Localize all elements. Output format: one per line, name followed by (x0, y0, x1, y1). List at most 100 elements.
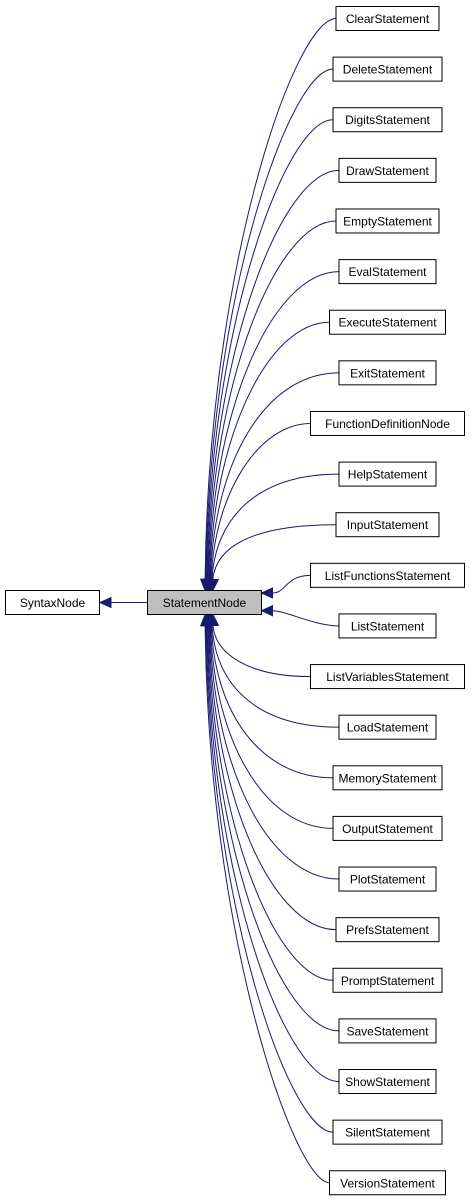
class-nodes: SyntaxNode StatementNode ClearStatementD… (5, 6, 465, 1196)
node-draw-statement[interactable]: DrawStatement (338, 157, 437, 183)
node-clear-statement[interactable]: ClearStatement (335, 6, 440, 31)
edge-draw-statement-line (206, 169, 340, 580)
edge-delete-statement (200, 68, 334, 592)
edge-show-statement-line (206, 625, 340, 1083)
edge-silent-statement (200, 613, 334, 1133)
node-delete-statement-label: DeleteStatement (343, 63, 433, 77)
node-plot-statement[interactable]: PlotStatement (338, 866, 437, 892)
node-load-statement[interactable]: LoadStatement (338, 714, 437, 740)
node-memory-statement-box (332, 765, 443, 791)
node-draw-statement-label: DrawStatement (346, 164, 429, 178)
edge-list-functions-statement-arrowhead (260, 587, 273, 599)
node-list-statement-label: ListStatement (351, 619, 425, 633)
edge-list-statement (260, 604, 340, 627)
node-show-statement-box (338, 1069, 437, 1095)
node-load-statement-label: LoadStatement (347, 721, 429, 735)
node-prefs-statement-label: PrefsStatement (346, 923, 429, 937)
node-memory-statement[interactable]: MemoryStatement (332, 765, 443, 791)
node-help-statement-label: HelpStatement (348, 468, 428, 482)
node-plot-statement-box (338, 866, 437, 892)
node-digits-statement-label: DigitsStatement (345, 113, 430, 127)
node-eval-statement-box (338, 259, 437, 285)
edge-prefs-statement-line (208, 625, 337, 931)
node-output-statement[interactable]: OutputStatement (332, 815, 443, 841)
node-input-statement[interactable]: InputStatement (335, 512, 440, 538)
edge-clear-statement (199, 18, 337, 592)
node-function-definition-node[interactable]: FunctionDefinitionNode (310, 410, 465, 436)
node-eval-statement-label: EvalStatement (348, 265, 427, 279)
edge-silent-statement-line (205, 625, 334, 1133)
node-prompt-statement[interactable]: PromptStatement (332, 967, 443, 993)
node-input-statement-box (335, 512, 440, 538)
node-eval-statement[interactable]: EvalStatement (338, 259, 437, 285)
node-execute-statement-box (329, 309, 446, 335)
edge-prefs-statement (203, 613, 337, 931)
node-clear-statement-box (335, 6, 440, 31)
node-statement-node[interactable]: StatementNode (147, 590, 262, 615)
node-memory-statement-label: MemoryStatement (338, 771, 437, 785)
edge-input-statement (207, 524, 337, 592)
edge-draw-statement (202, 169, 340, 592)
node-delete-statement-box (332, 56, 443, 82)
node-save-statement-label: SaveStatement (346, 1024, 429, 1038)
node-draw-statement-box (338, 157, 437, 183)
edge-list-functions-statement-line (272, 574, 311, 594)
node-silent-statement[interactable]: SilentStatement (332, 1119, 443, 1145)
edge-delete-statement-line (205, 68, 334, 580)
node-prefs-statement[interactable]: PrefsStatement (335, 917, 440, 943)
node-function-definition-node-box (310, 410, 465, 436)
node-save-statement[interactable]: SaveStatement (338, 1018, 437, 1044)
edge-prompt-statement-line (207, 625, 334, 981)
node-exit-statement-box (338, 360, 437, 386)
node-input-statement-label: InputStatement (347, 518, 429, 532)
node-list-variables-statement[interactable]: ListVariablesStatement (310, 664, 465, 690)
edge-function-definition-node-line (210, 422, 311, 580)
node-show-statement-label: ShowStatement (345, 1075, 430, 1089)
node-list-statement[interactable]: ListStatement (338, 613, 437, 639)
edge-plot-statement-line (209, 625, 340, 880)
node-syntax-node[interactable]: SyntaxNode (5, 590, 100, 615)
node-empty-statement[interactable]: EmptyStatement (335, 208, 440, 234)
node-help-statement-box (338, 461, 437, 487)
edge-exit-statement-line (209, 372, 340, 580)
node-prompt-statement-box (332, 967, 443, 993)
node-statement-node-label: StatementNode (163, 596, 247, 610)
node-execute-statement[interactable]: ExecuteStatement (329, 309, 446, 335)
edge-execute-statement-line (209, 321, 330, 580)
node-silent-statement-box (332, 1119, 443, 1145)
edge-version-statement-line (204, 625, 330, 1184)
node-exit-statement[interactable]: ExitStatement (338, 360, 437, 386)
node-prefs-statement-box (335, 917, 440, 943)
node-version-statement[interactable]: VersionStatement (329, 1170, 446, 1196)
edge-empty-statement-line (207, 220, 337, 580)
node-empty-statement-box (335, 208, 440, 234)
node-delete-statement[interactable]: DeleteStatement (332, 56, 443, 82)
node-show-statement[interactable]: ShowStatement (338, 1069, 437, 1095)
edge-memory-statement-line (210, 625, 334, 779)
edge-version-statement-arrowhead (199, 613, 212, 627)
edge-list-functions-statement (260, 574, 311, 599)
edge-list-variables-statement (207, 613, 311, 678)
node-load-statement-box (338, 714, 437, 740)
node-digits-statement[interactable]: DigitsStatement (332, 107, 443, 133)
edge-help-statement-line (211, 473, 340, 580)
node-syntax-node-label: SyntaxNode (20, 596, 86, 610)
edge-digits-statement-line (206, 119, 334, 580)
node-syntax-node-box (5, 590, 100, 615)
node-output-statement-box (332, 815, 443, 841)
edge-eval-statement-line (208, 271, 340, 580)
edge-plot-statement (204, 613, 340, 880)
edge-base-arrowhead (98, 596, 112, 609)
edge-input-statement-line (212, 524, 337, 580)
edge-output-statement-line (210, 625, 334, 829)
inheritance-edges (98, 18, 340, 1184)
edge-clear-statement-line (204, 18, 337, 580)
edge-input-statement-arrowhead (207, 578, 220, 592)
edge-memory-statement (206, 613, 334, 779)
node-list-functions-statement[interactable]: ListFunctionsStatement (310, 562, 465, 588)
node-list-variables-statement-label: ListVariablesStatement (326, 670, 449, 684)
node-version-statement-label: VersionStatement (340, 1176, 435, 1190)
node-list-statement-box (338, 613, 437, 639)
node-help-statement[interactable]: HelpStatement (338, 461, 437, 487)
